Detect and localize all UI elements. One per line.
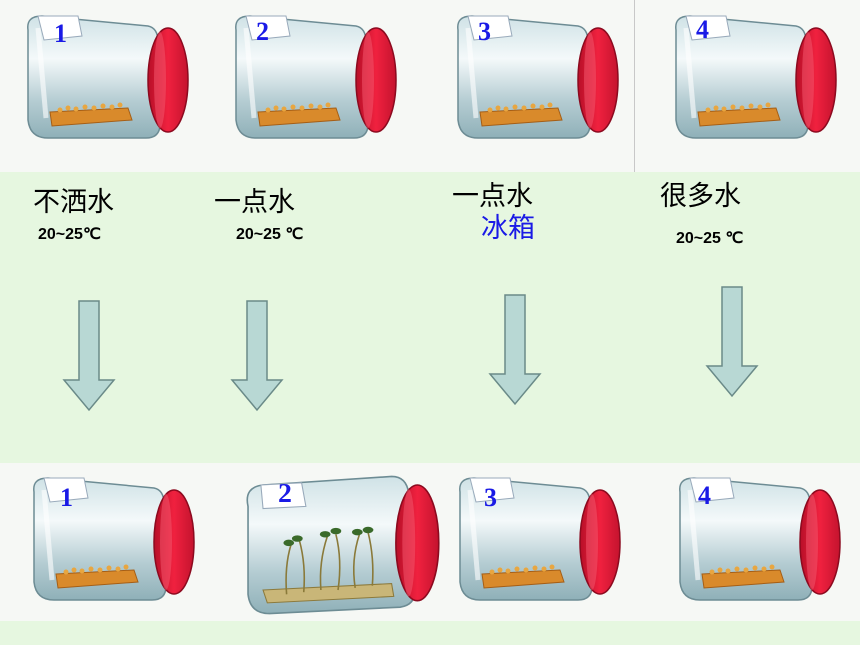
condition-1-temperature: 20~25℃ bbox=[38, 226, 101, 243]
condition-3-water: 一点水 bbox=[452, 181, 533, 212]
arrow-down-icon bbox=[488, 294, 542, 406]
arrow-down-icon bbox=[230, 300, 284, 412]
bottom-band bbox=[0, 621, 860, 645]
jar-number: 3 bbox=[484, 483, 497, 512]
condition-2-temperature: 20~25 ℃ bbox=[236, 226, 304, 243]
image-divider bbox=[634, 0, 635, 172]
jar-number: 4 bbox=[698, 481, 711, 510]
jar-after-3: 3 bbox=[440, 470, 625, 610]
jar-before-3: 3 bbox=[438, 8, 623, 148]
condition-2-water: 一点水 bbox=[214, 187, 295, 218]
arrow-down-icon bbox=[62, 300, 116, 412]
jar-before-2: 2 bbox=[216, 8, 401, 148]
jar-number: 1 bbox=[60, 483, 73, 512]
jar-number: 3 bbox=[478, 17, 491, 46]
condition-1-water: 不洒水 bbox=[33, 187, 114, 218]
jar-number: 2 bbox=[256, 17, 269, 46]
jar-number: 2 bbox=[278, 478, 292, 509]
jar-after-4: 4 bbox=[660, 470, 845, 610]
jar-after-2-sprouted: 2 bbox=[246, 475, 440, 615]
jar-before-4: 4 bbox=[656, 8, 841, 148]
jar-number: 1 bbox=[54, 19, 67, 48]
arrow-down-icon bbox=[705, 286, 759, 398]
jar-number: 4 bbox=[696, 15, 709, 44]
condition-4-temperature: 20~25 ℃ bbox=[676, 230, 744, 247]
jar-before-1: 1 bbox=[8, 8, 193, 148]
jar-after-1: 1 bbox=[14, 470, 199, 610]
condition-4-water: 很多水 bbox=[660, 181, 741, 212]
condition-3-place: 冰箱 bbox=[481, 213, 535, 244]
